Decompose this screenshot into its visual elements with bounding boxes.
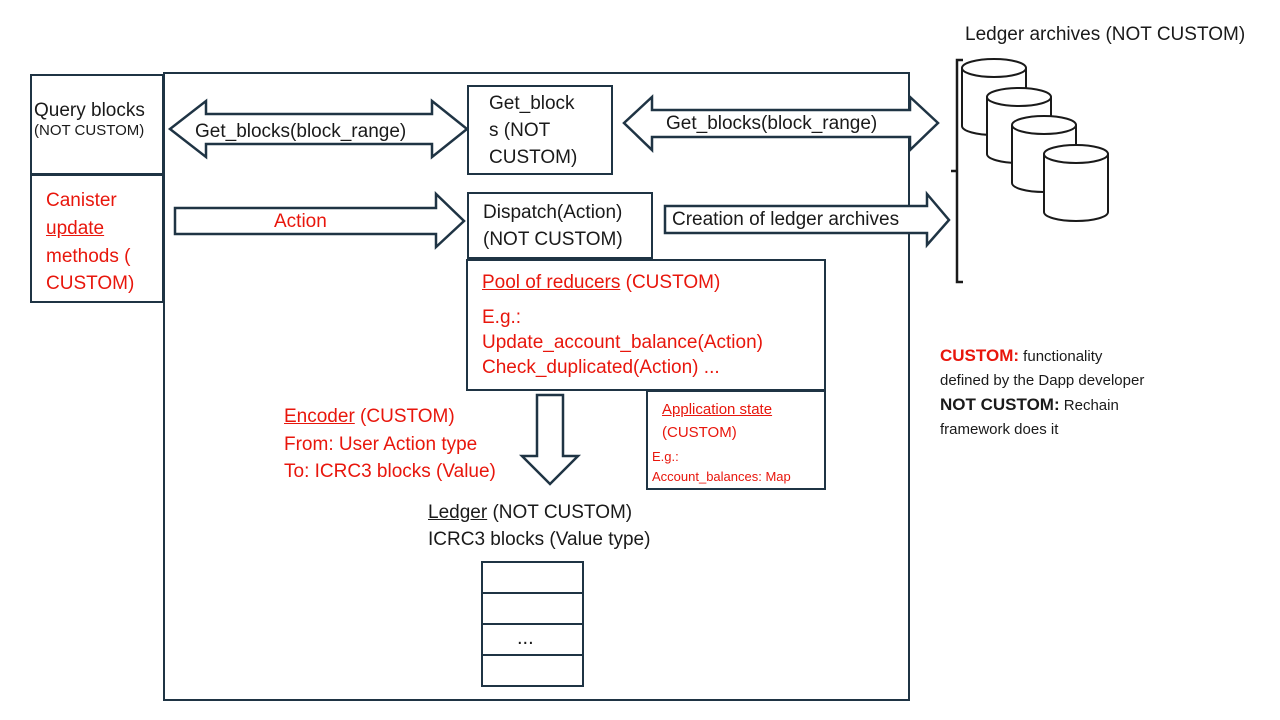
ledger-block-4 — [481, 654, 584, 687]
ledger-block-3: ... — [481, 623, 584, 656]
encoder-title: Encoder — [284, 406, 355, 427]
legend-custom-line2: defined by the Dapp developer — [940, 372, 1145, 389]
encoder-title-suffix: (CUSTOM) — [354, 406, 455, 427]
query-blocks-box: Query blocks (NOT CUSTOM) — [30, 74, 164, 175]
archive-cylinder-4-icon — [1043, 144, 1109, 222]
legend-custom-line1: CUSTOM: functionality — [940, 344, 1144, 369]
dispatch-line1: Dispatch(Action) — [483, 202, 623, 223]
reducers-item1: Update_account_balance(Action) — [482, 332, 763, 353]
legend-notcustom-line2: framework does it — [940, 421, 1059, 438]
double-arrow-left-icon — [167, 98, 470, 160]
encoder-from: From: User Action type — [284, 434, 478, 455]
legend: CUSTOM: functionality defined by the Dap… — [940, 344, 1144, 442]
creation-arrow-icon — [663, 190, 951, 249]
app-state-title: Application state — [662, 401, 773, 418]
dispatch-line2: (NOT CUSTOM) — [483, 229, 623, 250]
encoder-to: To: ICRC3 blocks (Value) — [284, 461, 496, 482]
get-blocks-line2: s (NOT — [489, 120, 551, 141]
get-blocks-line3: CUSTOM) — [489, 147, 578, 168]
reducers-box: Pool of reducers (CUSTOM) E.g.: Update_a… — [466, 259, 826, 391]
creation-label: Creation of ledger archives — [672, 209, 900, 230]
action-label: Action — [274, 211, 327, 232]
legend-notcustom-text1: Rechain — [1059, 397, 1119, 414]
canister-line1: Canister — [46, 190, 117, 211]
app-state-eg: E.g.: — [652, 449, 679, 464]
query-blocks-title: Query blocks — [34, 100, 145, 121]
app-state-box: Application state (CUSTOM) E.g.: Account… — [646, 390, 826, 490]
canister-line2: update — [46, 218, 105, 239]
encoder-title-row: Encoder (CUSTOM) — [284, 404, 455, 430]
right-get-blocks-label: Get_blocks(block_range) — [666, 113, 878, 134]
reducers-title-row: Pool of reducers (CUSTOM) — [482, 270, 720, 296]
app-state-custom: (CUSTOM) — [662, 424, 737, 441]
reducers-eg: E.g.: — [482, 307, 522, 328]
get-blocks-box: Get_block s (NOT CUSTOM) — [467, 85, 613, 175]
ledger-title-suffix: (NOT CUSTOM) — [487, 502, 633, 523]
canister-line4: CUSTOM) — [46, 273, 135, 294]
query-blocks-subtitle: (NOT CUSTOM) — [34, 122, 145, 139]
encoder-down-arrow-icon — [518, 393, 582, 486]
reducers-title-suffix: (CUSTOM) — [620, 272, 721, 293]
ledger-title: Ledger — [428, 502, 488, 523]
legend-notcustom-line1: NOT CUSTOM: Rechain — [940, 393, 1144, 418]
left-get-blocks-label: Get_blocks(block_range) — [195, 121, 407, 142]
canister-update-box: Canister update methods ( CUSTOM) — [30, 174, 164, 303]
dispatch-box: Dispatch(Action) (NOT CUSTOM) — [467, 192, 653, 259]
legend-notcustom-key: NOT CUSTOM: — [940, 395, 1060, 414]
canister-line3: methods ( — [46, 246, 131, 267]
ledger-subtitle: ICRC3 blocks (Value type) — [428, 529, 651, 550]
action-arrow-icon — [173, 191, 466, 250]
legend-custom-key: CUSTOM: — [940, 346, 1020, 365]
double-arrow-right-icon — [622, 94, 940, 153]
ledger-ellipsis: ... — [517, 627, 534, 649]
reducers-item2: Check_duplicated(Action) ... — [482, 357, 720, 378]
get-blocks-line1: Get_block — [489, 93, 575, 114]
ledger-title-row: Ledger (NOT CUSTOM) — [428, 500, 632, 526]
legend-custom-text1: functionality — [1019, 348, 1103, 365]
reducers-title: Pool of reducers — [482, 272, 621, 293]
archives-bracket-icon — [951, 58, 963, 284]
app-state-item: Account_balances: Map — [652, 469, 791, 484]
archives-title: Ledger archives (NOT CUSTOM) — [965, 24, 1246, 45]
